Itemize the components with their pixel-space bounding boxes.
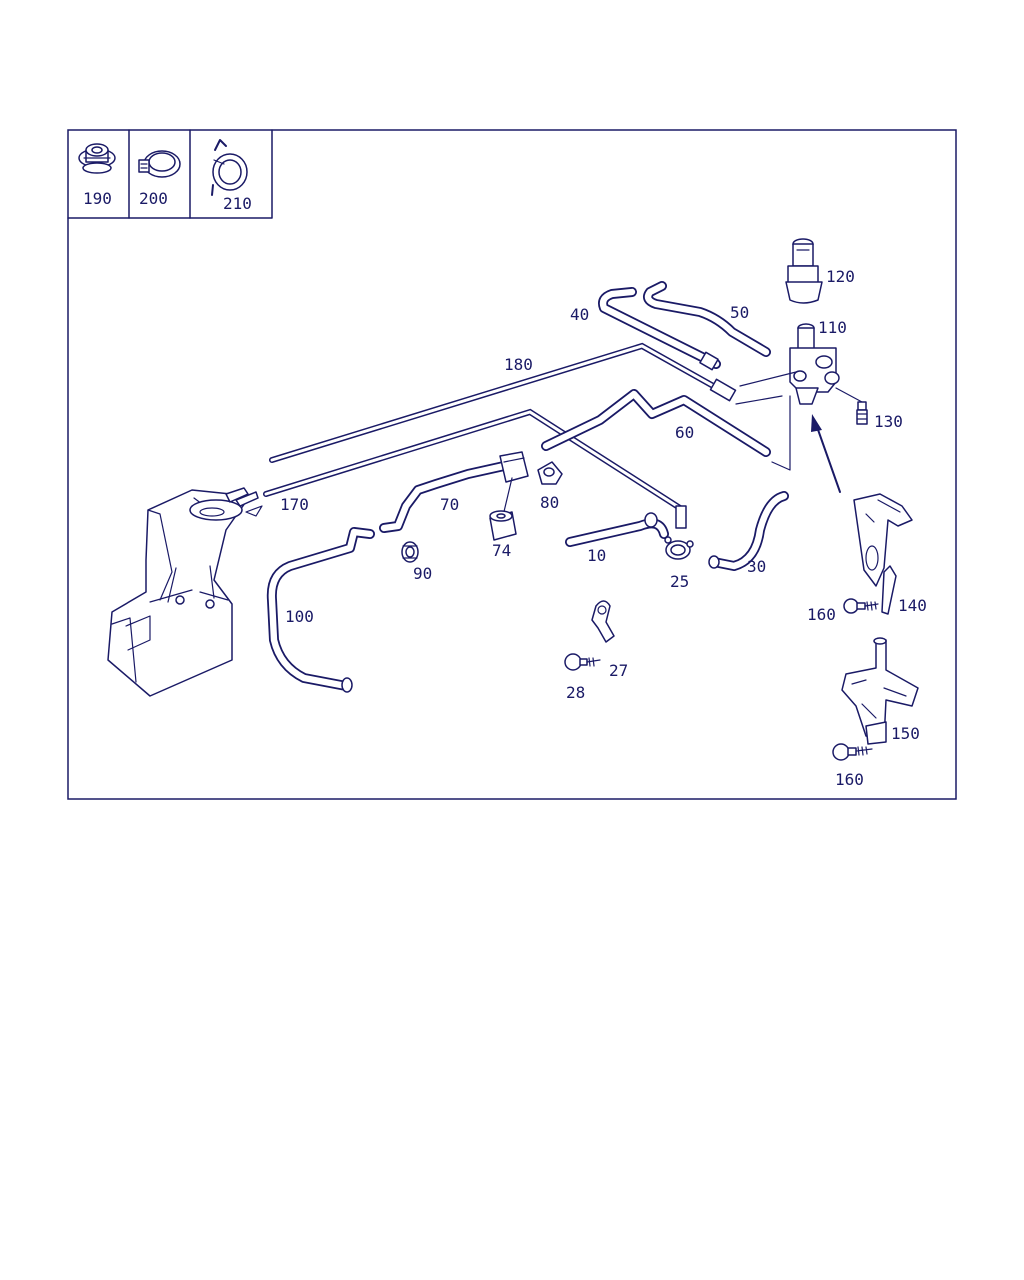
callout-30: 30: [747, 557, 766, 576]
part-150-bracket: [841, 637, 919, 745]
callout-10: 10: [587, 546, 606, 565]
part-30-hose: [708, 491, 789, 571]
valve-leaders: [735, 371, 797, 471]
part-140-bracket: [853, 493, 913, 615]
callout-70: 70: [440, 495, 459, 514]
callout-110: 110: [818, 318, 847, 337]
legend-label-210: 210: [223, 194, 252, 213]
part-120-actuator: [785, 238, 823, 304]
part-100-hose: [266, 527, 375, 693]
part-74-bushing: [489, 477, 517, 541]
callout-28: 28: [566, 683, 585, 702]
part-80-grommet: [537, 461, 563, 485]
callout-130: 130: [874, 412, 903, 431]
legend-label-190: 190: [83, 189, 112, 208]
part-110-water-valve: [789, 323, 840, 405]
callout-60: 60: [675, 423, 694, 442]
callout-160-lower: 160: [835, 770, 864, 789]
part-40-hose: [598, 287, 721, 371]
callout-74: 74: [492, 541, 511, 560]
part-60-hose: [541, 389, 771, 457]
part-25-clamp: [664, 536, 694, 560]
callout-40: 40: [570, 305, 589, 324]
spring-clamp-icon: [211, 139, 248, 196]
callout-170: 170: [280, 495, 309, 514]
part-90-grommet: [401, 541, 419, 563]
callout-100: 100: [285, 607, 314, 626]
callout-120: 120: [826, 267, 855, 286]
callout-160-upper: 160: [807, 605, 836, 624]
callout-180: 180: [504, 355, 533, 374]
callout-27: 27: [609, 661, 628, 680]
part-50-hose: [643, 281, 771, 357]
legend-box: 190 200 210: [67, 129, 273, 219]
callout-90: 90: [413, 564, 432, 583]
part-170-pipe: [263, 408, 687, 529]
part-130-sensor: [835, 387, 868, 425]
arrow-indicator: [811, 414, 841, 493]
part-70-hose: [379, 451, 529, 533]
part-160-screw-upper: [843, 598, 879, 614]
legend-label-200: 200: [139, 189, 168, 208]
grommet-icon: [78, 143, 116, 174]
hose-clamp-icon: [138, 150, 181, 178]
callout-80: 80: [540, 493, 559, 512]
part-27-strap: [591, 600, 615, 643]
callout-50: 50: [730, 303, 749, 322]
part-10-hose: [565, 512, 669, 547]
part-180-pipe: [269, 342, 737, 463]
part-160-screw-lower: [832, 743, 873, 761]
part-28-screw: [564, 653, 601, 671]
callout-140: 140: [898, 596, 927, 615]
callout-150: 150: [891, 724, 920, 743]
callout-25: 25: [670, 572, 689, 591]
reservoir-tank: [107, 487, 263, 697]
